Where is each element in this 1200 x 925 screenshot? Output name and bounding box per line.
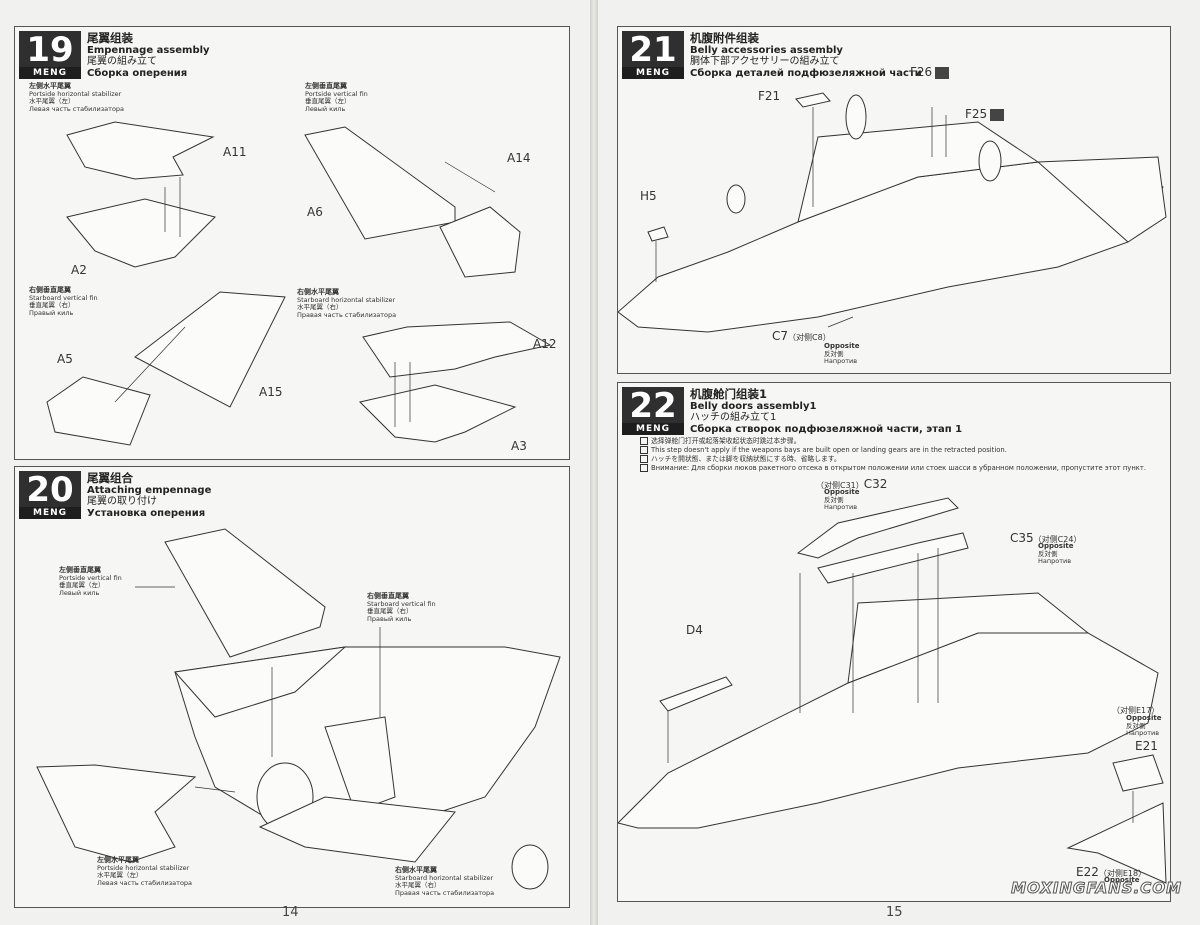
meng-logo: MENG <box>622 67 684 79</box>
part-label-f26: F26 <box>910 65 950 79</box>
step-19-drawing <box>46 121 552 446</box>
part-label-e21: E21 <box>1135 739 1158 753</box>
title-en: Attaching empennage <box>87 484 212 496</box>
part-label-e22: E22（对侧E18） <box>1076 865 1147 879</box>
part-label-h5: H5 <box>640 189 657 203</box>
step-title-block: 机腹舱门组装1 Belly doors assembly1 ハッチの組み立て1 … <box>690 387 963 435</box>
page-fold <box>590 0 598 925</box>
part-icon <box>990 108 1005 121</box>
title-zh: 尾翼组装 <box>87 31 133 45</box>
title-jp: 尾翼の取り付け <box>87 496 157 507</box>
note-checkbox-icon <box>640 437 648 445</box>
title-jp: ハッチの組み立て1 <box>690 412 777 423</box>
meng-logo: MENG <box>622 423 684 435</box>
part-label-f21: F21 <box>758 89 781 103</box>
part-label-a2: A2 <box>71 263 87 277</box>
note-line-zh: 选择弹舱门打开或起落架收起状态时跳过本步骤。 <box>640 437 1146 446</box>
note-line-ru: Внимание: Для сборки люков ракетного отс… <box>640 464 1146 473</box>
part-label-c7: C7（对侧C8） <box>772 329 831 343</box>
note-checkbox-icon <box>640 464 648 472</box>
note-checkbox-icon <box>640 446 648 454</box>
step-title-block: 尾翼组合 Attaching empennage 尾翼の取り付け Установ… <box>87 471 212 519</box>
part-label-a5: A5 <box>57 352 73 366</box>
note-line-en: This step doesn't apply if the weapons b… <box>640 446 1146 455</box>
part-label-f25: F25 <box>965 107 1005 121</box>
meng-logo: MENG <box>19 67 81 79</box>
title-jp: 尾翼の組み立て <box>87 56 157 67</box>
title-en: Belly doors assembly1 <box>690 400 817 412</box>
part-label-a3: A3 <box>511 439 527 453</box>
title-ru: Сборка оперения <box>87 67 188 79</box>
page-number-right: 15 <box>886 905 903 920</box>
note-line-jp: ハッチを開状態、または脚を収納状態にする時、省略します。 <box>640 455 1146 464</box>
title-ru: Установка оперения <box>87 507 206 519</box>
title-zh: 机腹附件组装 <box>690 31 759 45</box>
step-title-block: 机腹附件组装 Belly accessories assembly 胴体下部アク… <box>690 31 922 79</box>
part-label-e21-ref: （对侧E17） <box>1112 706 1160 715</box>
watermark: MOXINGFANS.COM <box>1011 879 1182 898</box>
title-zh: 尾翼组合 <box>87 471 133 485</box>
title-ru: Сборка деталей подфюзеляжной части <box>690 67 922 79</box>
page-number-left: 14 <box>282 905 299 920</box>
part-label-a15: A15 <box>259 385 283 399</box>
step-22-drawing <box>618 497 1167 884</box>
title-jp: 胴体下部アクセサリーの組み立て <box>690 56 840 67</box>
step-22-notes: 选择弹舱门打开或起落架收起状态时跳过本步骤。 This step doesn't… <box>640 437 1146 473</box>
step-20-drawing <box>36 528 561 890</box>
note-checkbox-icon <box>640 455 648 463</box>
caption-opposite-e22: Opposite <box>1104 876 1140 884</box>
part-label-c32: （对侧C31）C32 <box>816 477 888 491</box>
step-21-drawing <box>618 92 1167 333</box>
part-label-a14: A14 <box>507 151 531 165</box>
part-label-c35: C35（对侧C24） <box>1010 531 1082 545</box>
title-zh: 机腹舱门组装1 <box>690 387 768 401</box>
meng-logo: MENG <box>19 507 81 519</box>
part-label-a6: A6 <box>307 205 323 219</box>
title-ru: Сборка створок подфюзеляжной части, этап… <box>690 423 963 435</box>
title-en: Belly accessories assembly <box>690 44 843 56</box>
part-label-a12: A12 <box>533 337 557 351</box>
title-en: Empennage assembly <box>87 44 210 56</box>
part-icon <box>935 66 950 79</box>
step-title-block: 尾翼组装 Empennage assembly 尾翼の組み立て Сборка о… <box>87 31 210 79</box>
part-label-d4: D4 <box>686 623 703 637</box>
part-label-a11: A11 <box>223 145 247 159</box>
